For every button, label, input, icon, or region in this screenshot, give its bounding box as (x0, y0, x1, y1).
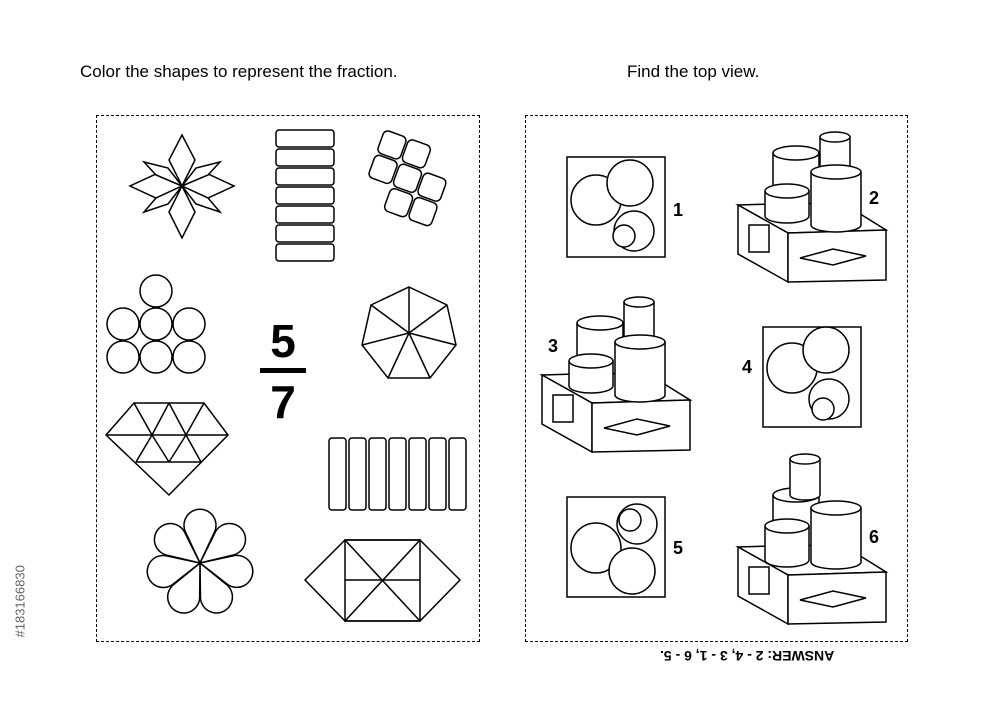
house-square-shape[interactable] (305, 540, 460, 621)
top-view-option-4[interactable] (763, 327, 861, 427)
heptagon-shape[interactable] (362, 287, 456, 378)
label-2: 2 (869, 188, 880, 208)
tilted-squares-shape[interactable] (359, 130, 456, 227)
block-figure-2[interactable] (738, 132, 886, 282)
fraction-bar (260, 368, 306, 373)
label-5: 5 (673, 538, 684, 558)
star-shape[interactable] (130, 135, 234, 238)
fraction-panel (96, 115, 480, 642)
top-view-panel (525, 115, 908, 642)
label-3: 3 (548, 336, 559, 356)
label-1: 1 (673, 200, 684, 220)
fraction-numerator: 5 (270, 315, 296, 367)
block-figure-3[interactable] (542, 297, 690, 452)
answer-key: ANSWER: 2 - 4, 3 - 1, 6 - 5. (660, 648, 835, 664)
right-heading: Find the top view. (627, 62, 760, 81)
fraction-denominator: 7 (270, 376, 296, 428)
stacked-bars-shape[interactable] (276, 130, 334, 261)
block-figure-6[interactable] (738, 454, 886, 624)
vertical-bars-shape[interactable] (329, 438, 466, 510)
left-heading: Color the shapes to represent the fracti… (80, 62, 398, 81)
flower-shape[interactable] (144, 509, 256, 618)
top-view-option-1[interactable] (567, 157, 665, 257)
label-4: 4 (742, 357, 753, 377)
fraction: 5 7 (258, 318, 308, 425)
top-view-option-5[interactable] (567, 497, 665, 597)
diamond-gem-shape[interactable] (106, 403, 228, 495)
stock-id-watermark: #183166830 (12, 565, 28, 638)
circles-pyramid-shape[interactable] (107, 275, 205, 373)
label-6: 6 (869, 527, 880, 547)
